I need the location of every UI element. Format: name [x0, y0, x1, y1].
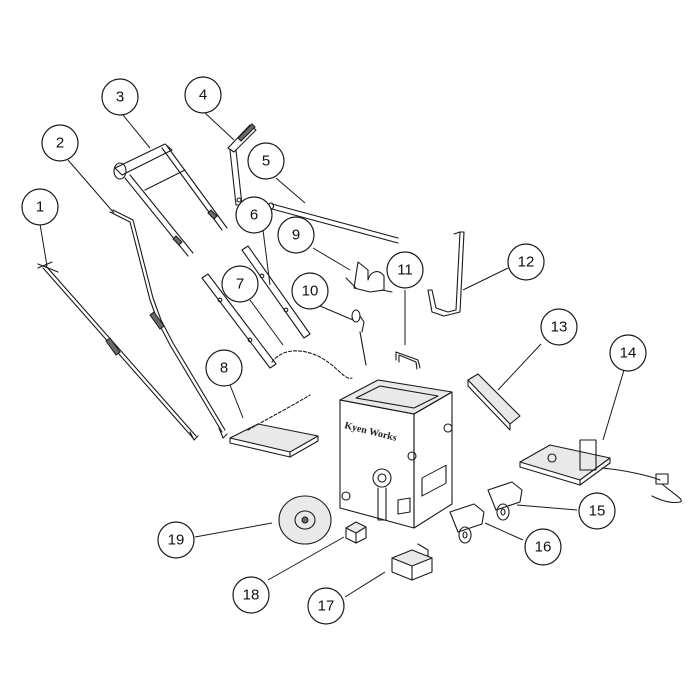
callout-12-label: 12 — [518, 254, 535, 271]
callout-15-label: 15 — [589, 503, 606, 520]
callout-18-label: 18 — [243, 587, 260, 604]
part-8-tray — [229, 394, 319, 458]
callout-2: 2 — [41, 124, 79, 162]
leader-7 — [249, 299, 284, 346]
callout-13: 13 — [540, 308, 578, 346]
callout-15: 15 — [578, 492, 616, 530]
callout-19: 19 — [157, 521, 195, 559]
callout-5-label: 5 — [262, 153, 270, 170]
main-unit-housing: Kyen Works — [339, 379, 453, 529]
leader-4 — [204, 112, 235, 141]
leader-8 — [229, 384, 244, 419]
callout-7-label: 7 — [236, 276, 244, 293]
leader-lines — [39, 112, 625, 598]
callout-11-label: 11 — [397, 262, 413, 279]
part-6-support-arm — [241, 245, 311, 339]
callout-3-label: 3 — [116, 89, 124, 106]
callout-6: 6 — [235, 196, 273, 234]
part-15-wheel-bracket — [487, 481, 523, 521]
leader-18 — [267, 536, 345, 581]
callout-9-label: 9 — [292, 227, 300, 244]
part-11-handle — [395, 351, 421, 370]
callout-4-label: 4 — [199, 87, 207, 104]
callout-1: 1 — [21, 188, 59, 226]
leader-10 — [319, 305, 354, 321]
callout-19-label: 19 — [168, 532, 185, 549]
callout-8-label: 8 — [220, 360, 228, 377]
callout-8: 8 — [205, 349, 243, 387]
leader-5 — [275, 177, 306, 204]
callout-16-label: 16 — [535, 539, 552, 556]
part-16-wheel-bracket — [449, 503, 485, 544]
leader-3 — [122, 114, 151, 149]
leader-17 — [344, 571, 386, 598]
callout-14: 14 — [609, 334, 647, 372]
callout-12: 12 — [507, 243, 545, 281]
callout-1-label: 1 — [36, 199, 44, 216]
leader-15 — [516, 504, 578, 511]
part-14-base-plate — [519, 439, 682, 504]
part-9-bracket — [345, 261, 393, 293]
leader-1 — [39, 223, 48, 267]
leader-9 — [312, 247, 351, 271]
part-18-small-block — [345, 521, 367, 544]
callouts: 1 2 3 4 5 6 7 8 9 10 11 12 13 14 15 16 1… — [21, 76, 647, 625]
part-13-angle-plate — [467, 373, 521, 431]
leader-19 — [194, 522, 273, 538]
callout-17-label: 17 — [318, 598, 335, 615]
brand-label: Kyen Works — [343, 420, 398, 444]
callout-6-label: 6 — [250, 207, 258, 224]
callout-9: 9 — [277, 216, 315, 254]
part-7-support-arm-chain — [201, 273, 353, 379]
part-3-handle-frame — [113, 143, 228, 257]
callout-4: 4 — [184, 76, 222, 114]
part-19-disc — [278, 495, 332, 545]
part-2-handle-rod — [109, 209, 228, 439]
leader-13 — [497, 343, 542, 391]
callout-2-label: 2 — [56, 135, 64, 152]
callout-10: 10 — [291, 272, 329, 310]
part-10-fitting-hose — [351, 309, 367, 366]
leader-2 — [67, 159, 115, 214]
callout-10-label: 10 — [302, 283, 319, 300]
part-12-bracket-frame — [427, 231, 465, 317]
callout-17: 17 — [307, 587, 345, 625]
callout-14-label: 14 — [620, 345, 637, 362]
callout-7: 7 — [221, 265, 259, 303]
callout-16: 16 — [524, 528, 562, 566]
leader-12 — [462, 267, 509, 291]
callout-3: 3 — [101, 78, 139, 116]
leader-14 — [602, 369, 625, 441]
part-17-clamp-block — [391, 543, 433, 581]
part-1-strut-rod — [37, 261, 199, 441]
leader-16 — [484, 522, 524, 541]
callout-5: 5 — [247, 142, 285, 180]
callout-13-label: 13 — [551, 319, 568, 336]
callout-18: 18 — [232, 576, 270, 614]
callout-11: 11 — [386, 251, 424, 289]
